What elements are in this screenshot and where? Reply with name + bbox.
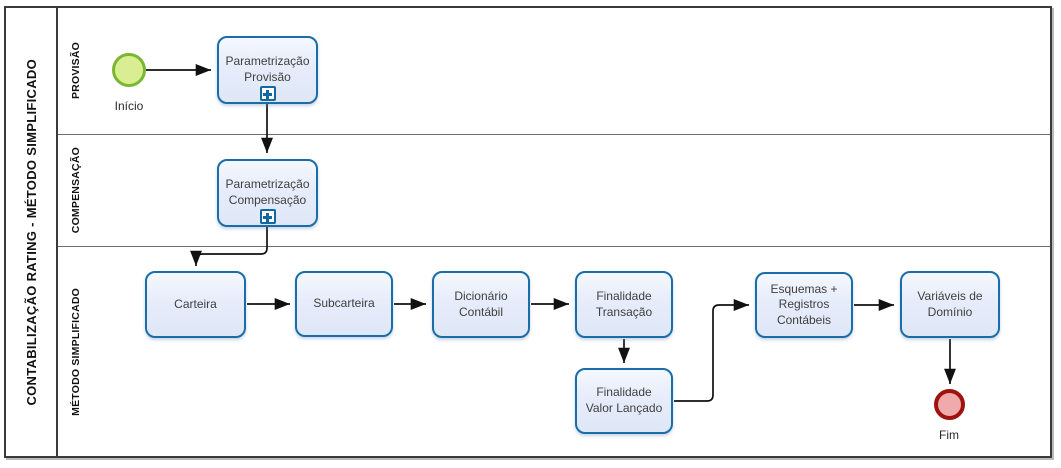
task-esquemas-registros-contabeis[interactable]: Esquemas + Registros Contábeis: [755, 272, 853, 338]
task-label: Esquemas + Registros Contábeis: [770, 281, 838, 327]
end-event-label: Fim: [939, 428, 959, 442]
subprocess-plus-icon[interactable]: [259, 86, 276, 101]
task-variaveis-de-dominio[interactable]: Variáveis de Domínio: [900, 271, 1000, 338]
start-event-label: Início: [114, 99, 144, 113]
task-label: Finalidade Valor Lançado: [585, 385, 663, 415]
task-label: Variáveis de Domínio: [917, 288, 983, 319]
task-finalidade-transacao[interactable]: Finalidade Transação: [575, 271, 673, 338]
lane-provisao: PROVISÃO: [58, 8, 1050, 135]
task-carteira[interactable]: Carteira: [145, 271, 246, 338]
end-event[interactable]: [934, 389, 965, 420]
task-label: Subcarteira: [313, 296, 375, 311]
task-dicionario-contabil[interactable]: Dicionário Contábil: [432, 271, 530, 338]
lane-compensacao: COMPENSAÇÃO: [58, 135, 1050, 247]
start-event[interactable]: [112, 53, 146, 87]
flow-compensacao-to-carteira: [190, 227, 268, 266]
process-pool: CONTABILIZAÇÃO RATING - MÉTODO SIMPLIFIC…: [4, 6, 1052, 458]
pool-title-cell: CONTABILIZAÇÃO RATING - MÉTODO SIMPLIFIC…: [6, 8, 58, 456]
task-label: Dicionário Contábil: [454, 288, 508, 319]
task-finalidade-valor-lancado[interactable]: Finalidade Valor Lançado: [575, 368, 673, 434]
task-label: Carteira: [174, 296, 217, 311]
task-label: Finalidade Transação: [595, 288, 653, 319]
subprocess-plus-icon[interactable]: [259, 209, 276, 224]
task-label: Parametrização Compensação: [225, 177, 310, 207]
lane-column: PROVISÃO COMPENSAÇÃO MÉTODO SIMPLIFICADO: [58, 8, 1050, 456]
task-parametrizacao-compensacao[interactable]: Parametrização Compensação: [217, 159, 318, 227]
task-label: Parametrização Provisão: [225, 54, 310, 84]
flow-valor-lancado-to-esquemas: [674, 299, 749, 402]
task-parametrizacao-provisao[interactable]: Parametrização Provisão: [217, 36, 318, 104]
task-subcarteira[interactable]: Subcarteira: [295, 271, 393, 337]
